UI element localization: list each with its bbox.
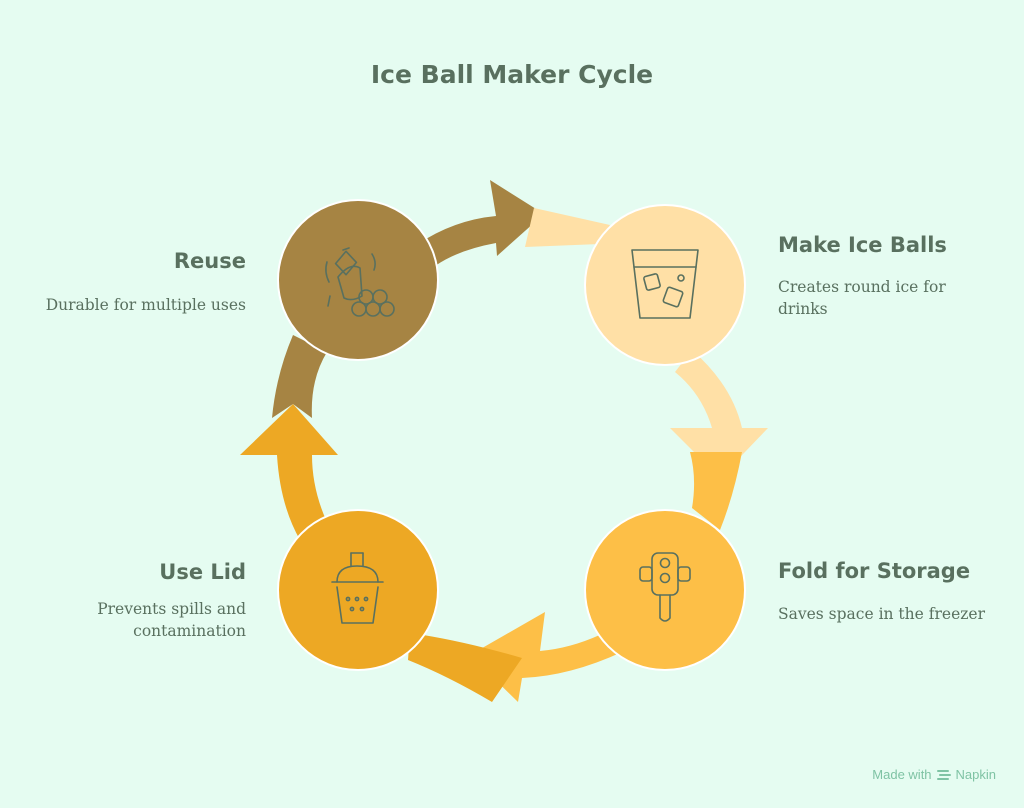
- glass-with-ice-icon: [631, 249, 699, 319]
- arrow-lid-to-reuse-tail: [272, 335, 327, 418]
- diagram-title: Ice Ball Maker Cycle: [370, 60, 654, 89]
- step-description-use-lid: Prevents spills and contamination: [97, 600, 246, 640]
- footer-made-with-text: Made with: [872, 767, 932, 782]
- step-title-fold-for-storage: Fold for Storage: [778, 559, 971, 583]
- lidded-cup-icon: [331, 552, 384, 624]
- napkin-logo-icon: [936, 769, 951, 780]
- circle-make-ice-balls: [584, 204, 746, 366]
- arrow-reuse-to-make: [418, 180, 544, 266]
- arrow-make-to-fold: [525, 208, 768, 478]
- step-description-make-ice-balls: Creates round ice for drinks: [778, 278, 946, 318]
- popsicle-mold-icon: [639, 552, 691, 622]
- step-title-reuse: Reuse: [173, 249, 246, 273]
- made-with-napkin-footer[interactable]: Made with Napkin: [872, 767, 996, 782]
- circle-use-lid: [277, 509, 439, 671]
- step-description-reuse: Durable for multiple uses: [45, 296, 246, 314]
- step-title-make-ice-balls: Make Ice Balls: [778, 233, 947, 257]
- step-description-fold-for-storage: Saves space in the freezer: [778, 605, 985, 623]
- arrow-fold-to-lid: [470, 452, 742, 702]
- shaker-and-balls-icon: [325, 247, 395, 317]
- circle-fold-for-storage: [584, 509, 746, 671]
- footer-brand-text: Napkin: [955, 767, 996, 782]
- arrow-lid-to-reuse: [240, 404, 522, 702]
- circle-reuse: [277, 199, 439, 361]
- step-title-use-lid: Use Lid: [159, 560, 246, 584]
